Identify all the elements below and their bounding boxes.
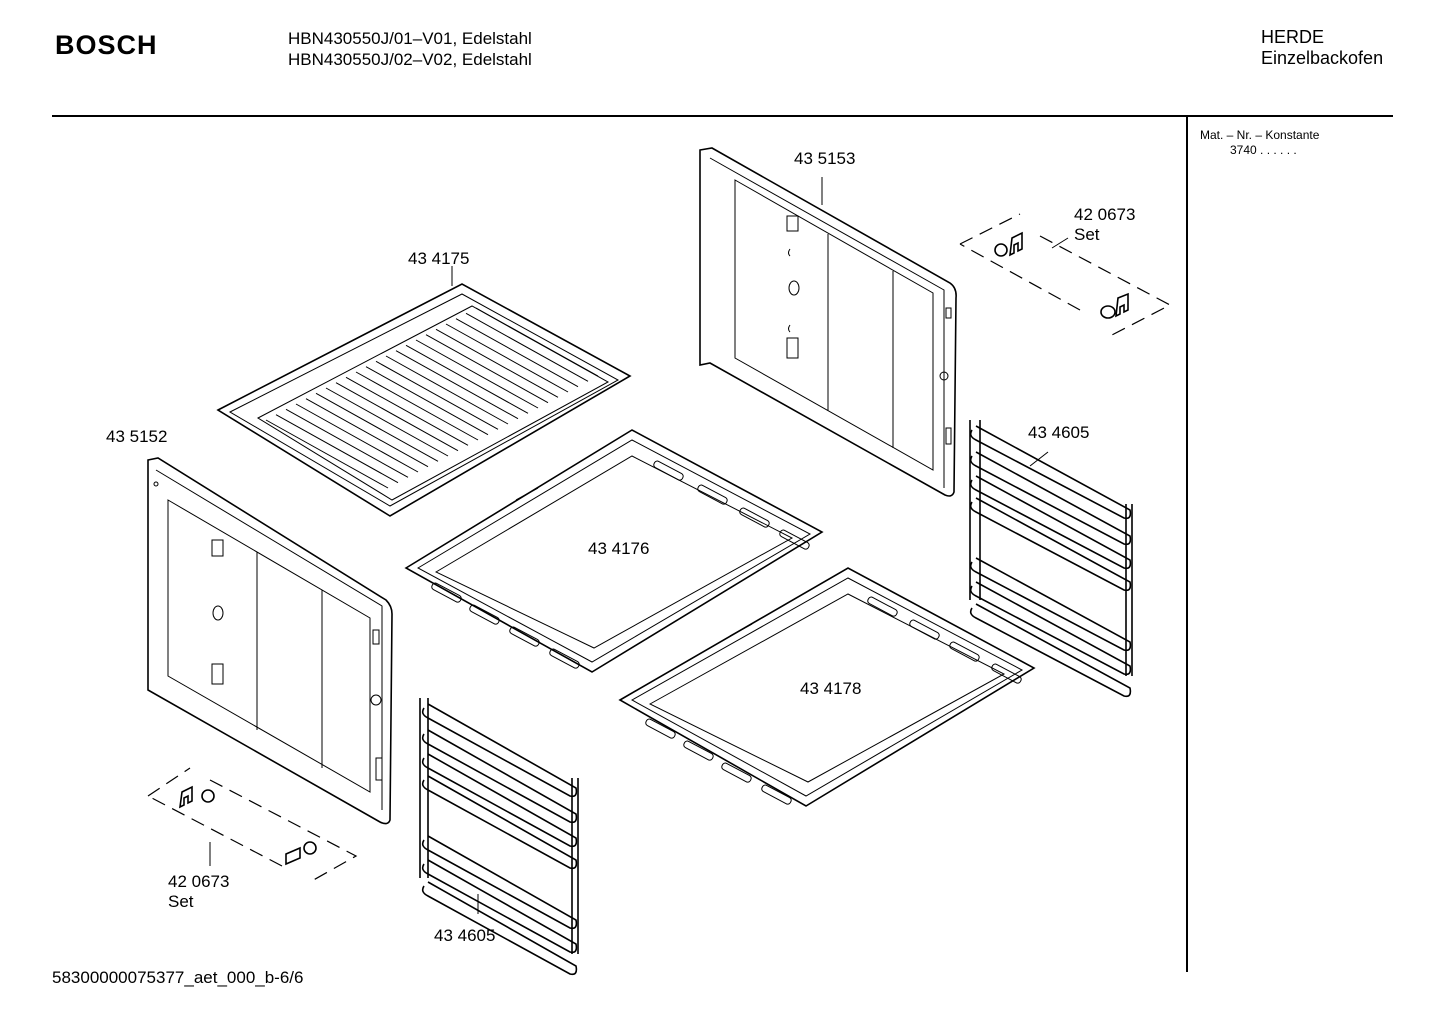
tray-slot — [431, 582, 462, 603]
rack-rail — [421, 775, 578, 870]
rack-rail — [421, 729, 578, 824]
rack-rail — [969, 603, 1132, 698]
rack-rail — [969, 581, 1132, 676]
tray-slot — [739, 507, 770, 528]
tray-slot — [683, 740, 714, 761]
baking-tray-drawing — [404, 429, 824, 673]
tray-slot — [653, 460, 684, 481]
rack-rail — [969, 557, 1132, 652]
material-constant-value: 3740 . . . . . . — [1230, 143, 1297, 157]
shelf-bar — [425, 334, 549, 404]
rack-rail — [969, 497, 1132, 592]
label-hinge-set-bottom-number: 42 0673 — [168, 872, 229, 891]
rack-rail — [969, 475, 1132, 570]
tray-slot — [697, 484, 728, 505]
tray-slot — [949, 641, 980, 662]
brand-logo: BOSCH — [55, 30, 158, 60]
deep-tray-drawing — [618, 567, 1036, 807]
rack-rail — [421, 881, 578, 976]
side-panel-left-drawing — [147, 457, 393, 825]
model-line-2: HBN430550J/02–V02, Edelstahl — [288, 50, 532, 69]
shelf-bar — [335, 382, 459, 452]
shelf-bar — [325, 387, 449, 457]
shelf-bar — [445, 323, 569, 393]
label-hinge-set-top-set: Set — [1074, 225, 1100, 244]
tray-slot — [721, 762, 752, 783]
tray-slot — [761, 784, 792, 805]
label-deep-tray: 43 4178 — [800, 679, 861, 698]
label-hinge-set-bottom-set: Set — [168, 892, 194, 911]
rack-rail — [421, 835, 578, 930]
tray-slot — [991, 663, 1022, 684]
category-line-2: Einzelbackofen — [1261, 48, 1384, 68]
shelf-bar — [455, 318, 579, 388]
shelf-bar — [365, 366, 489, 436]
shelf-bar — [355, 371, 479, 441]
grid-shelf-drawing — [216, 266, 632, 517]
rack-left-drawing — [419, 698, 579, 976]
label-baking-tray: 43 4176 — [588, 539, 649, 558]
category-line-1: HERDE — [1261, 27, 1325, 47]
label-rack-right: 43 4605 — [1028, 423, 1089, 442]
rack-right-drawing — [969, 420, 1133, 698]
hinge-set-top-drawing — [959, 213, 1172, 337]
label-side-panel-right: 43 5153 — [794, 149, 855, 168]
shelf-bar — [315, 392, 439, 462]
label-side-panel-left: 43 5152 — [106, 427, 167, 446]
tray-slot — [867, 596, 898, 617]
label-grid-shelf: 43 4175 — [408, 249, 469, 268]
rack-rail — [421, 859, 578, 954]
shelf-bar — [345, 376, 469, 446]
tray-slot — [909, 619, 940, 640]
tray-slot — [779, 529, 810, 550]
shelf-bar — [465, 312, 589, 382]
shelf-bar — [405, 344, 529, 414]
shelf-bar — [435, 328, 559, 398]
shelf-bar — [415, 339, 539, 409]
shelf-bar — [375, 360, 499, 430]
shelf-bar — [295, 403, 419, 473]
hinge-set-bottom-drawing — [147, 767, 358, 883]
rack-rail — [969, 425, 1132, 520]
model-line-1: HBN430550J/01–V01, Edelstahl — [288, 29, 532, 48]
tray-slot — [645, 718, 676, 739]
tray-slot — [469, 604, 500, 625]
shelf-bar — [275, 414, 399, 484]
shelf-bar — [385, 355, 509, 425]
shelf-bar — [305, 398, 429, 468]
document-id: 58300000075377_aet_000_b-6/6 — [52, 968, 304, 987]
side-panel-right-drawing — [699, 147, 957, 497]
shelf-bar — [475, 307, 599, 377]
label-hinge-set-top-number: 42 0673 — [1074, 205, 1135, 224]
tray-slot — [549, 648, 580, 669]
rack-rail — [421, 753, 578, 848]
rack-rail — [969, 451, 1132, 546]
material-constant-title: Mat. – Nr. – Konstante — [1200, 128, 1320, 142]
shelf-bar — [285, 408, 409, 478]
rack-rail — [421, 703, 578, 798]
label-rack-left: 43 4605 — [434, 926, 495, 945]
shelf-bar — [395, 350, 519, 420]
tray-slot — [509, 626, 540, 647]
shelf-bar — [265, 419, 389, 489]
